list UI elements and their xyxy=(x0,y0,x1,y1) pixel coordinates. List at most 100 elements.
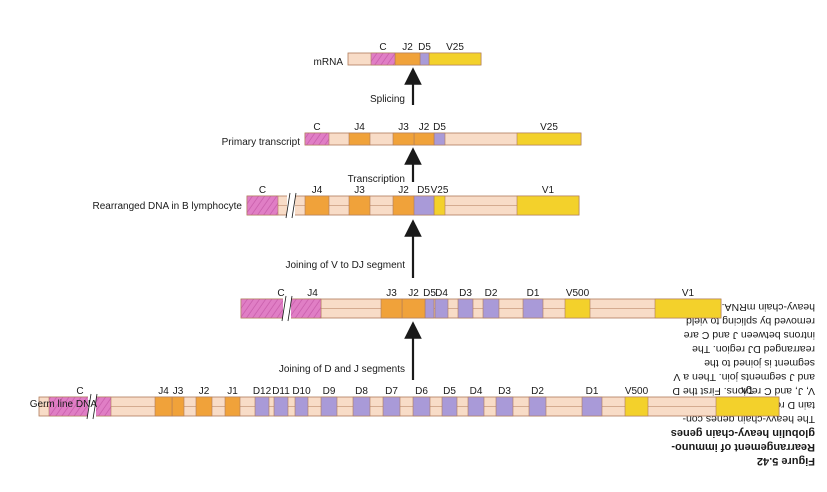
segment-d11-germ-line-dna xyxy=(273,396,289,417)
segment-label-d4-dj-joined-dna: D4 xyxy=(435,288,448,299)
segment-label-j2-germ-line-dna: J2 xyxy=(199,386,210,397)
segment-label-d5-primary-transcript: D5 xyxy=(433,122,446,133)
segment-label-d12-germ-line-dna: D12 xyxy=(253,386,272,397)
segment-label-j4-dj-joined-dna: J4 xyxy=(307,288,318,299)
segment-label-d4-germ-line-dna: D4 xyxy=(470,386,483,397)
segment-label-j1-germ-line-dna: J1 xyxy=(227,386,238,397)
segment-v1-germ-line-dna xyxy=(715,396,780,417)
segment-d6-germ-line-dna xyxy=(412,396,431,417)
segment-j2-germ-line-dna xyxy=(195,396,213,417)
row-label-germ-line-dna: Germ line DNA xyxy=(30,399,98,410)
segment-label-d3-dj-joined-dna: D3 xyxy=(459,288,472,299)
strand-break-mark-a-dj-joined-dna xyxy=(287,295,293,322)
row-germ-line-dna: V1V500D1D2D3D4D5D6D7D8D9D10D11D12J1J2J3J… xyxy=(30,386,780,420)
segment-label-v25-primary-transcript: V25 xyxy=(540,122,558,133)
segment-label-v25-mrna: V25 xyxy=(446,42,464,53)
segment-label-d6-germ-line-dna: D6 xyxy=(415,386,428,397)
segment-d5-primary-transcript xyxy=(433,132,446,146)
segment-label-d10-germ-line-dna: D10 xyxy=(292,386,311,397)
segment-v25-mrna xyxy=(428,52,482,66)
segment-label-d5-germ-line-dna: D5 xyxy=(443,386,456,397)
strand-break-gap-rearranged-dna xyxy=(287,193,295,218)
segment-label-j3-rearranged-dna: J3 xyxy=(354,185,365,196)
segment-v500-germ-line-dna xyxy=(624,396,649,417)
segment-label-d1-germ-line-dna: D1 xyxy=(586,386,599,397)
segment-d2-dj-joined-dna xyxy=(482,298,500,319)
caption-body-line-5: segment is joined to the xyxy=(704,357,815,369)
caption-title-line-1: Figure 5.42 xyxy=(757,455,815,467)
segment-label-c-mrna: C xyxy=(379,42,386,53)
segment-v1-dj-joined-dna xyxy=(654,298,722,319)
segment-d3-dj-joined-dna xyxy=(457,298,474,319)
step-d-and-j: Joining of D and J segments xyxy=(279,321,422,380)
segment-v25-rearranged-dna xyxy=(433,195,446,216)
segment-j2-rearranged-dna xyxy=(392,195,415,216)
segment-label-j3-germ-line-dna: J3 xyxy=(173,386,184,397)
strand-break-gap-germ-line-dna xyxy=(88,394,96,419)
segment-c-dj-joined-dna xyxy=(240,298,322,319)
segment-label-d11-germ-line-dna: D11 xyxy=(272,386,290,397)
segment-d9-germ-line-dna xyxy=(320,396,338,417)
segment-d10-germ-line-dna xyxy=(294,396,309,417)
segment-label-j4-primary-transcript: J4 xyxy=(354,122,365,133)
segment-j3-germ-line-dna xyxy=(171,396,185,417)
segment-label-v25-rearranged-dna: V25 xyxy=(431,185,449,196)
segment-d5-germ-line-dna xyxy=(441,396,458,417)
caption-body-line-6: rearranged DJ region. The xyxy=(692,343,815,355)
segment-label-j3-primary-transcript: J3 xyxy=(398,122,409,133)
segment-j3-primary-transcript xyxy=(392,132,415,146)
caption-body-line-7: introns between J and C are xyxy=(684,329,815,341)
segment-j4-germ-line-dna xyxy=(154,396,173,417)
segment-label-c-germ-line-dna: C xyxy=(76,386,83,397)
segment-v1-rearranged-dna xyxy=(516,195,580,216)
segment-j4-rearranged-dna xyxy=(304,195,330,216)
segment-d2-germ-line-dna xyxy=(528,396,547,417)
segment-d7-germ-line-dna xyxy=(382,396,401,417)
segment-label-c-primary-transcript: C xyxy=(313,122,320,133)
segment-d5-dj-joined-dna xyxy=(424,298,435,319)
figure-caption: Figure 5.42 Rearrangement of immuno- glo… xyxy=(671,301,815,467)
segment-label-v500-germ-line-dna: V500 xyxy=(625,386,649,397)
segment-label-d7-germ-line-dna: D7 xyxy=(385,386,398,397)
segment-label-j2-rearranged-dna: J2 xyxy=(398,185,409,196)
segment-j1-germ-line-dna xyxy=(224,396,241,417)
segment-j2-primary-transcript xyxy=(413,132,435,146)
caption-title-line-3: globulin heavy-chain genes xyxy=(671,427,815,439)
segment-label-j2-dj-joined-dna: J2 xyxy=(408,288,419,299)
segment-d8-germ-line-dna xyxy=(352,396,371,417)
segment-label-j4-germ-line-dna: J4 xyxy=(158,386,169,397)
caption-body-line-4: and J segments join. Then a V xyxy=(673,371,815,383)
segment-j3-dj-joined-dna xyxy=(380,298,403,319)
step-label-transcription: Transcription xyxy=(348,174,405,185)
segment-label-d2-dj-joined-dna: D2 xyxy=(485,288,498,299)
strand-break-mark-b-germ-line-dna xyxy=(86,393,92,420)
segment-label-d8-germ-line-dna: D8 xyxy=(355,386,368,397)
segment-label-j2-primary-transcript: J2 xyxy=(419,122,430,133)
segment-label-c-rearranged-dna: C xyxy=(259,185,266,196)
segment-label-d9-germ-line-dna: D9 xyxy=(323,386,336,397)
segment-label-v1-rearranged-dna: V1 xyxy=(542,185,555,196)
segment-label-d3-germ-line-dna: D3 xyxy=(498,386,511,397)
segment-j4-primary-transcript xyxy=(348,132,371,146)
step-label-d-and-j: Joining of D and J segments xyxy=(279,364,405,375)
segment-label-d2-germ-line-dna: D2 xyxy=(531,386,544,397)
segment-v25-primary-transcript xyxy=(516,132,582,146)
segment-d4-germ-line-dna xyxy=(467,396,485,417)
segment-j2-mrna xyxy=(394,52,421,66)
step-label-v-to-dj: Joining of V to DJ segment xyxy=(285,260,405,271)
segment-d1-germ-line-dna xyxy=(581,396,603,417)
segment-c-primary-transcript xyxy=(304,132,330,146)
strand-break-mark-b-dj-joined-dna xyxy=(281,295,287,322)
segment-d4-dj-joined-dna xyxy=(434,298,449,319)
step-v-to-dj: Joining of V to DJ segment xyxy=(285,219,422,278)
segment-label-j2-mrna: J2 xyxy=(402,42,413,53)
segment-label-d5-rearranged-dna: D5 xyxy=(417,185,430,196)
segment-label-c-dj-joined-dna: C xyxy=(277,288,284,299)
row-label-rearranged-dna: Rearranged DNA in B lymphocyte xyxy=(92,201,242,212)
segment-d3-germ-line-dna xyxy=(495,396,514,417)
